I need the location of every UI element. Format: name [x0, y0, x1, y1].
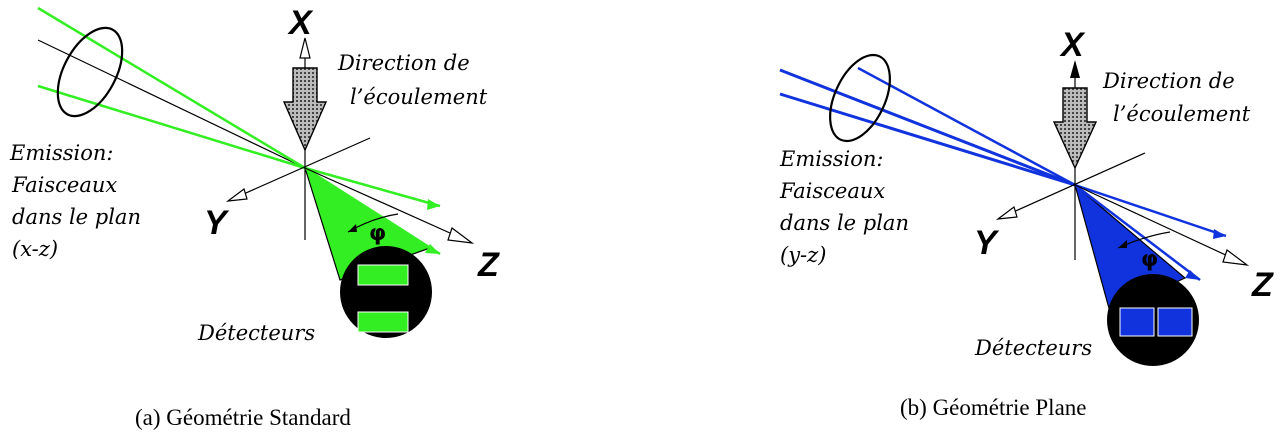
y-axis — [999, 152, 1146, 219]
flow-direction-label: l’écoulement — [350, 85, 488, 109]
panel-standard: X Y Z φ Direction de l’écoulement Emissi… — [9, 4, 500, 430]
z-axis-label: Z — [477, 246, 500, 284]
z-axis-arrowhead — [447, 227, 475, 244]
y-axis-arrowhead — [995, 206, 1018, 220]
beam-line — [779, 92, 1076, 187]
emission-lens-ellipse — [829, 53, 891, 143]
emission-axis — [37, 39, 306, 169]
phi-label: φ — [369, 221, 386, 246]
emission-label: Emission: — [779, 147, 883, 171]
z-axis-label: Z — [1251, 266, 1274, 304]
flow-direction-arrow — [1052, 87, 1098, 170]
phi-label: φ — [1141, 247, 1158, 272]
detector-element — [1119, 307, 1155, 337]
emission-label: dans le plan — [12, 205, 141, 229]
detector-element — [1157, 307, 1193, 337]
beam-arrowhead — [1185, 270, 1200, 280]
z-axis — [304, 167, 471, 243]
beam-line — [857, 66, 1076, 187]
beam-line — [779, 68, 1076, 187]
x-axis-label: X — [287, 4, 314, 42]
emission-label: Faisceaux — [11, 173, 117, 197]
x-axis-arrowhead — [1070, 60, 1080, 78]
emission-label: Faisceaux — [779, 179, 885, 203]
y-axis-label: Y — [974, 224, 1000, 262]
detector-element — [357, 264, 409, 286]
beam-arrowhead — [1213, 229, 1226, 239]
emission-label: Emission: — [9, 141, 113, 165]
y-axis — [229, 137, 371, 201]
beam-line — [304, 166, 441, 256]
flow-direction-label: l’écoulement — [1113, 102, 1251, 126]
flow-direction-arrow — [282, 67, 328, 152]
beam-line — [1074, 183, 1227, 238]
beam-line — [37, 84, 306, 170]
beam-arrowhead — [427, 199, 440, 210]
detector-element — [357, 311, 409, 333]
y-axis-arrowhead — [225, 188, 248, 202]
beam-line — [1074, 184, 1201, 281]
z-axis-arrowhead — [1222, 249, 1250, 266]
detectors-label: Détecteurs — [197, 321, 315, 345]
panel-plane: X Y Z φ Direction de l’écoulement Emissi… — [779, 26, 1274, 420]
beam-arrowhead — [425, 244, 440, 254]
x-axis-arrowhead — [299, 37, 311, 59]
emission-label: (y-z) — [780, 243, 826, 267]
caption-standard: (a) Géométrie Standard — [135, 405, 351, 430]
emission-label: dans le plan — [780, 211, 909, 235]
flow-direction-label: Direction de — [1102, 69, 1235, 93]
phi-arc-arrowhead — [1118, 240, 1127, 248]
beam-line — [37, 6, 306, 170]
x-axis-label: X — [1059, 26, 1086, 64]
y-axis-label: Y — [204, 204, 230, 242]
phi-arc-arrowhead — [348, 224, 357, 232]
z-axis — [1074, 184, 1246, 265]
emission-label: (x-z) — [12, 237, 58, 261]
flow-direction-label: Direction de — [337, 51, 470, 75]
detectors-label: Détecteurs — [974, 336, 1092, 360]
emission-lens-ellipse — [56, 26, 124, 118]
caption-plane: (b) Géométrie Plane — [900, 395, 1086, 420]
beam-line — [304, 166, 441, 208]
